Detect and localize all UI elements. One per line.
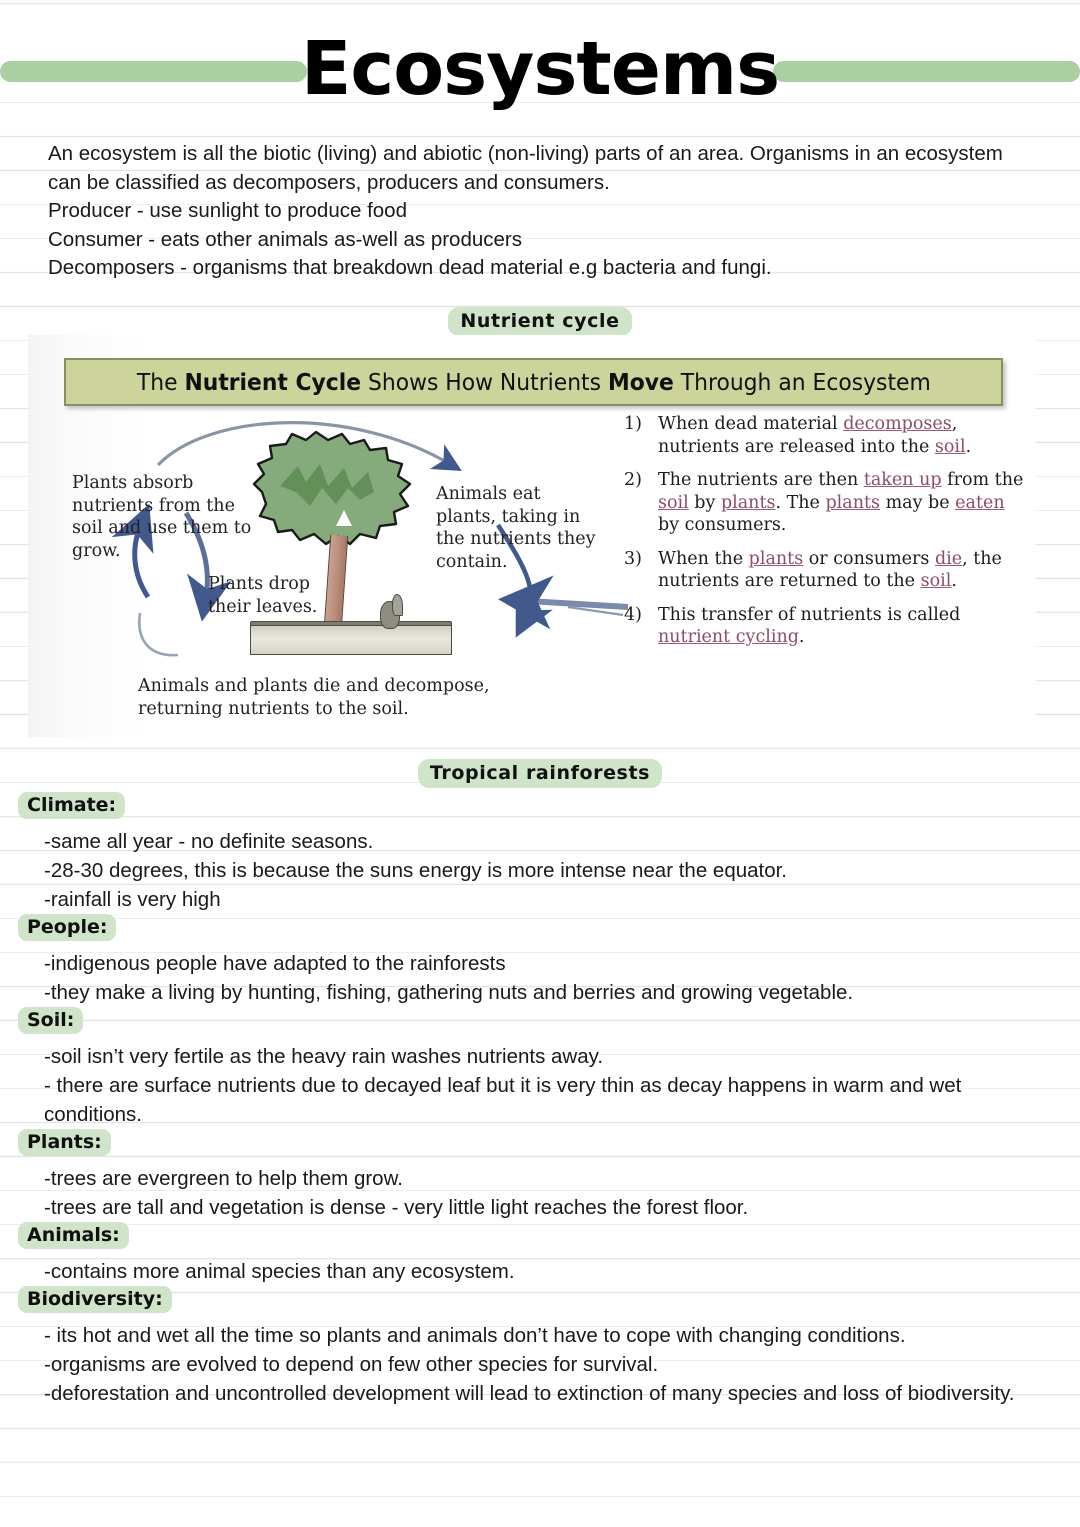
notes-line: -contains more animal species than any e… xyxy=(44,1260,515,1283)
notes-line: -28-30 degrees, this is because the suns… xyxy=(44,859,788,882)
intro-line-4: Decomposers - organisms that breakdown d… xyxy=(48,256,772,280)
notes-section-label-row: People: xyxy=(0,914,1080,949)
diagram-step-text: The nutrients are then taken up from the… xyxy=(658,470,1024,535)
notes-section: Biodiversity: - its hot and wet all the t… xyxy=(0,1286,1080,1408)
nutrient-cycle-diagram: The Nutrient Cycle Shows How Nutrients M… xyxy=(28,335,1036,737)
section-heading-tropical-rainforests: Tropical rainforests xyxy=(0,759,1080,788)
notes-line: -they make a living by hunting, fishing,… xyxy=(44,981,854,1004)
notes-section-label: Biodiversity: xyxy=(18,1286,172,1313)
notes-line: -soil isn’t very fertile as the heavy ra… xyxy=(44,1045,604,1068)
notes-section-label: People: xyxy=(18,914,117,941)
notes-line: -rainfall is very high xyxy=(44,888,221,911)
diagram-label-plants-absorb: Plants absorb nutrients from the soil an… xyxy=(72,473,252,561)
diagram-step: 1) When dead material decomposes, nutrie… xyxy=(624,413,1024,458)
notes-section-label-row: Animals: xyxy=(0,1222,1080,1257)
notes-line: -same all year - no definite seasons. xyxy=(44,830,374,853)
diagram-label-animals-eat: Animals eat plants, taking in the nutrie… xyxy=(436,484,596,572)
notes-section-label-row: Soil: xyxy=(0,1007,1080,1042)
notes-section: Soil: -soil isn’t very fertile as the hea… xyxy=(0,1007,1080,1129)
notes-section-label: Animals: xyxy=(18,1222,129,1249)
notes-section: Plants: -trees are evergreen to help them… xyxy=(0,1129,1080,1222)
page-title-row: Ecosystems xyxy=(0,30,1080,108)
arrow-bottom-left xyxy=(498,575,629,630)
section-heading-nutrient-cycle-label: Nutrient cycle xyxy=(448,307,632,336)
title-accent-bar-left xyxy=(0,60,307,82)
diagram-step-number: 3) xyxy=(624,548,642,569)
notes-line: -trees are tall and vegetation is dense … xyxy=(44,1196,749,1219)
intro-paragraph: An ecosystem is all the biotic (living) … xyxy=(48,140,1033,283)
arrow-bottom-return xyxy=(138,612,179,657)
intro-line-2: Producer - use sunlight to produce food xyxy=(48,199,407,223)
diagram-step-text: This transfer of nutrients is called nut… xyxy=(658,604,961,648)
diagram-label-plants-drop: Plants drop their leaves. xyxy=(208,574,318,617)
notes-section-label-row: Plants: xyxy=(0,1129,1080,1164)
diagram-step-text: When dead material decomposes, nutrients… xyxy=(658,414,972,457)
diagram-step: 2) The nutrients are then taken up from … xyxy=(624,469,1024,537)
notes-section: Animals: -contains more animal species th… xyxy=(0,1222,1080,1286)
rainforest-notes: Climate: -same all year - no definite sea… xyxy=(0,792,1080,1408)
notes-section-label: Plants: xyxy=(18,1129,111,1156)
notes-line: -trees are evergreen to help them grow. xyxy=(44,1167,403,1190)
notes-section-label-row: Biodiversity: xyxy=(0,1286,1080,1321)
notes-line: -deforestation and uncontrolled developm… xyxy=(44,1382,1015,1405)
notes-line: - its hot and wet all the time so plants… xyxy=(44,1324,906,1347)
diagram-step-number: 1) xyxy=(624,414,642,434)
squirrel-icon xyxy=(380,594,403,629)
notes-line: - there are surface nutrients due to dec… xyxy=(44,1074,962,1126)
ground-soil-block xyxy=(250,625,452,655)
diagram-step-text: When the plants or consumers die, the nu… xyxy=(658,548,1002,592)
intro-line-3: Consumer - eats other animals as-well as… xyxy=(48,227,522,251)
section-heading-tropical-rainforests-label: Tropical rainforests xyxy=(417,759,663,788)
notes-section-label: Climate: xyxy=(18,792,126,819)
notes-section: People: -indigenous people have adapted t… xyxy=(0,914,1080,1007)
diagram-label-die-decompose: Animals and plants die and decompose, re… xyxy=(138,676,490,719)
section-heading-nutrient-cycle: Nutrient cycle xyxy=(0,307,1080,336)
diagram-step-number: 2) xyxy=(624,470,642,490)
diagram-steps-list: 1) When dead material decomposes, nutrie… xyxy=(624,413,1024,660)
intro-line-1: An ecosystem is all the biotic (living) … xyxy=(48,142,1003,194)
notes-section-label-row: Climate: xyxy=(0,792,1080,827)
notes-section: Climate: -same all year - no definite sea… xyxy=(0,792,1080,914)
diagram-step: 4) This transfer of nutrients is called … xyxy=(624,604,1024,649)
title-accent-bar-right xyxy=(773,60,1080,82)
notes-line: -organisms are evolved to depend on few … xyxy=(44,1353,659,1376)
notes-line: -indigenous people have adapted to the r… xyxy=(44,952,506,975)
notes-section-label: Soil: xyxy=(18,1007,84,1034)
diagram-step: 3) When the plants or consumers die, the… xyxy=(624,548,1024,593)
page-title: Ecosystems xyxy=(300,26,780,112)
diagram-step-number: 4) xyxy=(624,604,642,625)
